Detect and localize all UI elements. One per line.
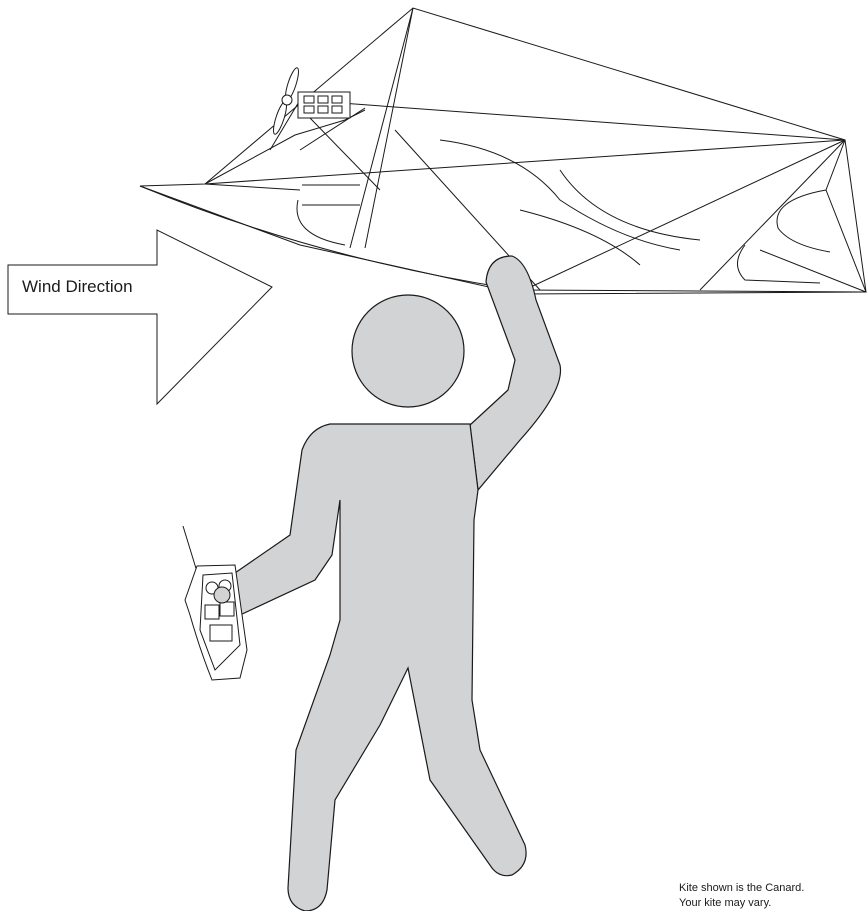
person-body — [232, 424, 526, 911]
person-figure — [232, 256, 561, 911]
person-head — [352, 295, 464, 407]
caption-line-1: Kite shown is the Canard. — [679, 882, 804, 894]
caption-line-2: Your kite may vary. — [679, 897, 771, 909]
canard-kite — [140, 8, 866, 294]
rc-transmitter-icon — [183, 526, 247, 680]
transmitter-antenna — [183, 526, 198, 575]
kite-canard-wing — [205, 110, 365, 184]
motor-pod — [298, 92, 350, 118]
kite-spar-vertical — [350, 8, 413, 248]
wind-direction-arrow: Wind Direction — [8, 230, 272, 404]
propeller — [271, 67, 301, 136]
kite-caption: Kite shown is the Canard. Your kite may … — [679, 882, 804, 909]
kite-sail-billow — [297, 200, 345, 245]
transmitter-thumb — [214, 587, 230, 603]
wind-arrow-shape — [8, 230, 272, 404]
wind-direction-label: Wind Direction — [22, 277, 133, 296]
kite-spar-long — [205, 140, 845, 184]
kite-sail-outline — [140, 8, 866, 294]
person-raised-arm — [470, 256, 561, 490]
